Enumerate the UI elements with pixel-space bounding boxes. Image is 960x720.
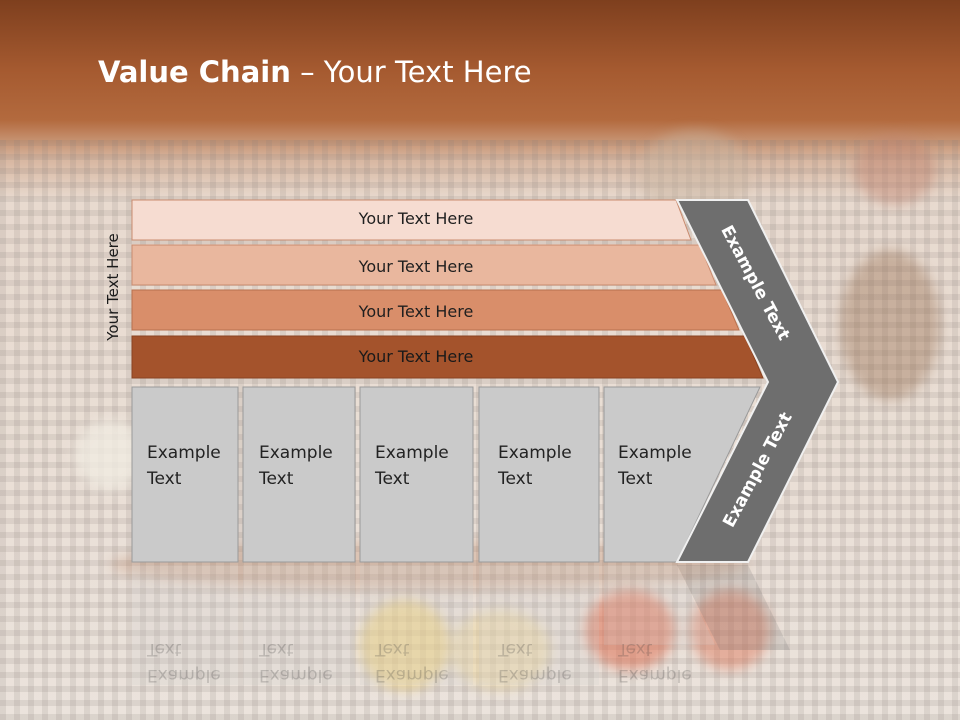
reflection: [132, 565, 790, 685]
row-label-4: Your Text Here: [358, 347, 474, 366]
box-line-1: Example: [147, 443, 221, 463]
reflected-line-1: Example: [618, 665, 692, 685]
box-line-2: Text: [375, 469, 410, 489]
title-bold: Value Chain: [98, 55, 291, 89]
background-decoration: [450, 610, 550, 690]
box-line-1: Example: [259, 443, 333, 463]
background-decoration: [360, 600, 450, 690]
activity-box-4: [478, 386, 600, 563]
box-line-2: Text: [618, 469, 653, 489]
reflected-line-2: Text: [375, 639, 410, 659]
activity-box-4-label: Example Text: [498, 440, 572, 492]
chevron-arrow: [675, 199, 840, 563]
reflected-box-4-label: Example Text: [498, 636, 572, 688]
reflected-box-2-label: Example Text: [259, 636, 333, 688]
reflected-line-1: Example: [259, 665, 333, 685]
reflected-box-3-label: Example Text: [375, 636, 449, 688]
background-decoration: [855, 135, 935, 205]
background-decoration: [585, 590, 675, 670]
background-decoration: [690, 590, 770, 670]
box-line-2: Text: [498, 469, 533, 489]
background-decoration: [840, 250, 940, 400]
activity-box-5-label: Example Text: [618, 440, 692, 492]
reflected-line-2: Text: [618, 639, 653, 659]
box-line-1: Example: [618, 443, 692, 463]
box-line-2: Text: [259, 469, 294, 489]
row-bar-2: [131, 244, 717, 286]
reflected-line-1: Example: [375, 665, 449, 685]
reflected-box-5-label: Example Text: [618, 636, 692, 688]
activity-box-1: [131, 386, 239, 563]
box-line-2: Text: [147, 469, 182, 489]
row-bar-3: [131, 289, 740, 331]
activity-box-3-label: Example Text: [375, 440, 449, 492]
activity-box-1-label: Example Text: [147, 440, 221, 492]
reflected-line-1: Example: [147, 665, 221, 685]
row-bar-4: [131, 335, 764, 379]
reflected-line-2: Text: [147, 639, 182, 659]
activity-box-2-label: Example Text: [259, 440, 333, 492]
reflected-box-1-label: Example Text: [147, 636, 221, 688]
row-bar-1: [131, 199, 692, 241]
row-label-3: Your Text Here: [358, 302, 474, 321]
title-rest: – Your Text Here: [290, 55, 532, 89]
row-label-1: Your Text Here: [358, 209, 474, 228]
activity-box-3: [359, 386, 474, 563]
activity-box-2: [242, 386, 356, 563]
reflected-line-2: Text: [259, 639, 294, 659]
box-line-1: Example: [498, 443, 572, 463]
box-line-1: Example: [375, 443, 449, 463]
reflected-line-1: Example: [498, 665, 572, 685]
reflected-line-2: Text: [498, 639, 533, 659]
row-label-2: Your Text Here: [358, 257, 474, 276]
slide-title: Value Chain – Your Text Here: [98, 55, 532, 89]
